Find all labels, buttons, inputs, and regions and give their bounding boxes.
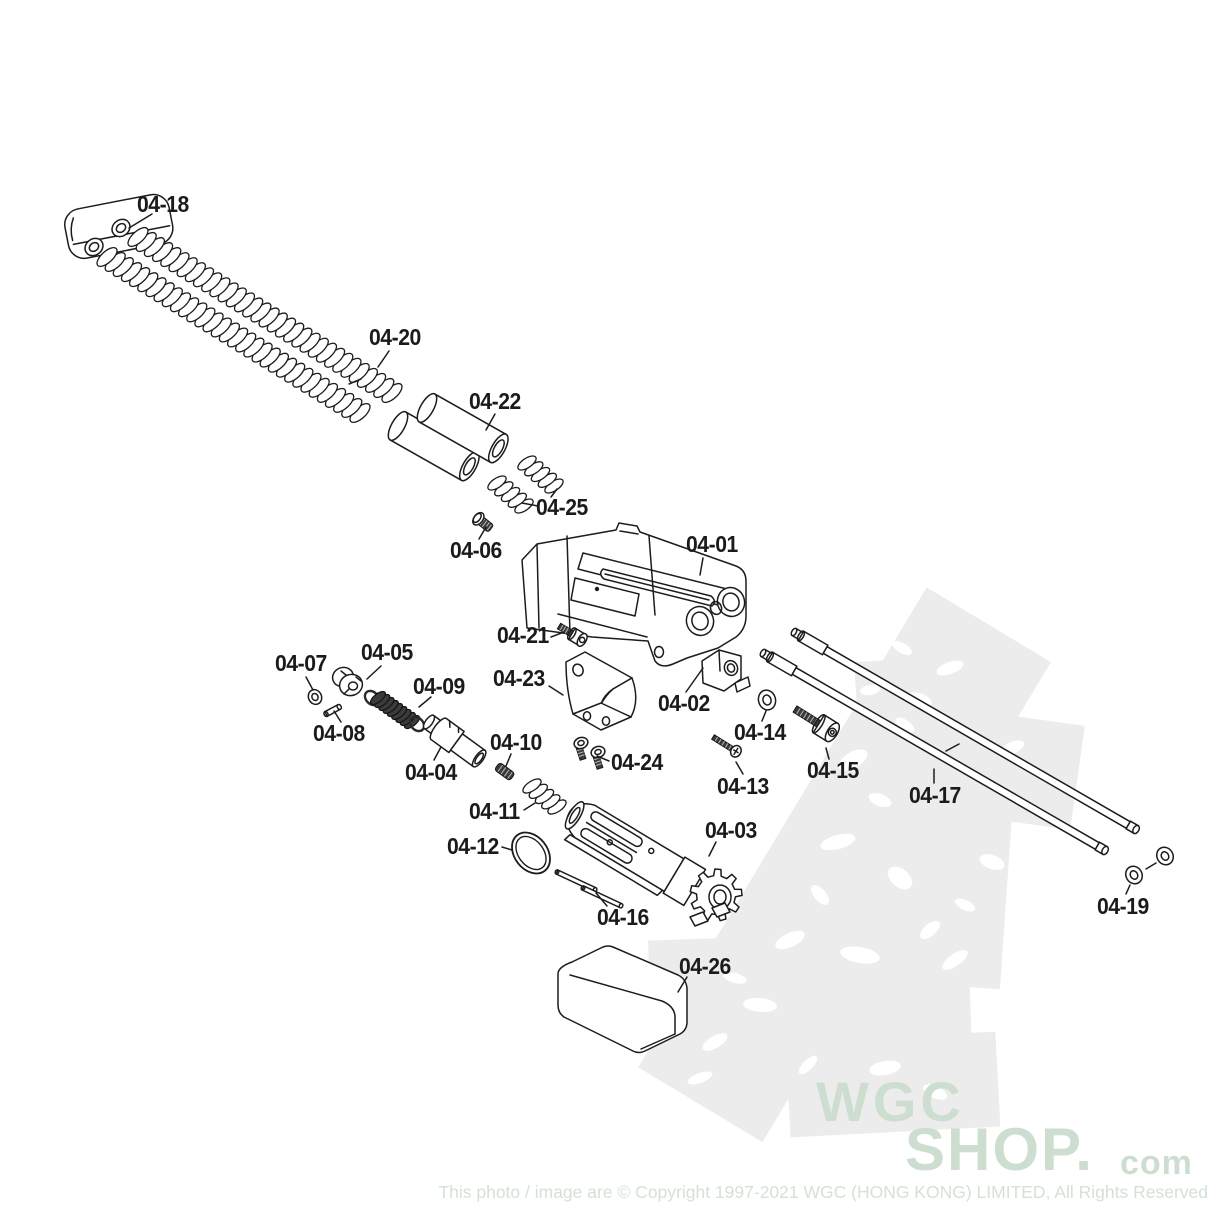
part-04-22-cylinders <box>387 392 509 482</box>
part-04-06-screw <box>472 511 494 532</box>
wgc-logo-tld: com <box>1120 1144 1193 1182</box>
part-04-26-butt-pad <box>557 945 688 1054</box>
part-04-20-recoil-springs <box>96 226 403 424</box>
part-04-03-loading-nozzle <box>563 801 743 927</box>
part-04-10-set-screw <box>494 762 515 781</box>
part-label-04-23: 04-23 <box>493 665 545 691</box>
part-label-04-12: 04-12 <box>447 833 499 859</box>
part-label-04-22: 04-22 <box>469 388 521 414</box>
coil-04-20b <box>96 246 371 424</box>
part-label-04-19: 04-19 <box>1097 893 1149 919</box>
part-04-19-washers <box>1124 846 1175 885</box>
part-04-24-screws <box>573 736 606 770</box>
wgc-logo-line1: WGC <box>816 1070 965 1133</box>
part-label-04-24: 04-24 <box>611 749 663 775</box>
part-label-04-08: 04-08 <box>313 720 365 746</box>
part-label-04-11: 04-11 <box>469 798 520 824</box>
part-label-04-18: 04-18 <box>137 191 189 217</box>
part-04-25-springs <box>487 455 564 514</box>
part-label-04-03: 04-03 <box>705 817 757 843</box>
part-label-04-13: 04-13 <box>717 773 769 799</box>
part-04-08-pin <box>323 703 343 718</box>
part-04-13-screw <box>710 734 742 758</box>
part-label-04-02: 04-02 <box>658 690 710 716</box>
coil-04-09 <box>369 690 421 730</box>
part-04-05-valve <box>331 666 364 697</box>
part-label-04-16: 04-16 <box>597 904 649 930</box>
part-04-11-spring <box>522 778 567 815</box>
part-label-04-07: 04-07 <box>275 650 327 676</box>
leader-lines <box>128 213 1157 993</box>
coil-04-11 <box>522 778 567 815</box>
part-label-04-21: 04-21 <box>497 622 549 648</box>
part-04-23-bracket <box>565 651 637 731</box>
part-04-04-nozzle <box>422 714 487 768</box>
part-04-07-washer <box>307 688 323 706</box>
coil-04-25a <box>517 455 564 494</box>
coil-04-25b <box>487 475 534 514</box>
copyright-text: This photo / image are © Copyright 1997-… <box>438 1182 1208 1202</box>
part-04-14-washer <box>757 689 777 711</box>
watermark-splotches <box>687 641 1025 1100</box>
part-04-17-guide-rods <box>759 627 1141 856</box>
part-04-09-hammer-spring <box>363 689 426 733</box>
part-label-04-10: 04-10 <box>490 729 542 755</box>
part-04-12-o-ring <box>511 831 551 875</box>
part-label-04-06: 04-06 <box>450 537 502 563</box>
part-label-04-14: 04-14 <box>734 719 786 745</box>
part-04-02-block <box>701 649 751 693</box>
part-label-04-17: 04-17 <box>909 782 961 808</box>
part-label-04-05: 04-05 <box>361 639 413 665</box>
part-label-04-26: 04-26 <box>679 953 731 979</box>
part-04-16-pins <box>554 869 624 909</box>
part-label-04-04: 04-04 <box>405 759 457 785</box>
part-label-04-01: 04-01 <box>686 531 738 557</box>
watermark-camo <box>638 587 1085 1143</box>
part-04-15-screw <box>792 705 841 743</box>
part-label-04-09: 04-09 <box>413 673 465 699</box>
part-label-04-20: 04-20 <box>369 324 421 350</box>
wgc-logo-line2: SHOP. <box>905 1116 1094 1183</box>
part-label-04-15: 04-15 <box>807 757 859 783</box>
coil-04-20a <box>127 226 403 404</box>
part-label-04-25: 04-25 <box>536 494 588 520</box>
